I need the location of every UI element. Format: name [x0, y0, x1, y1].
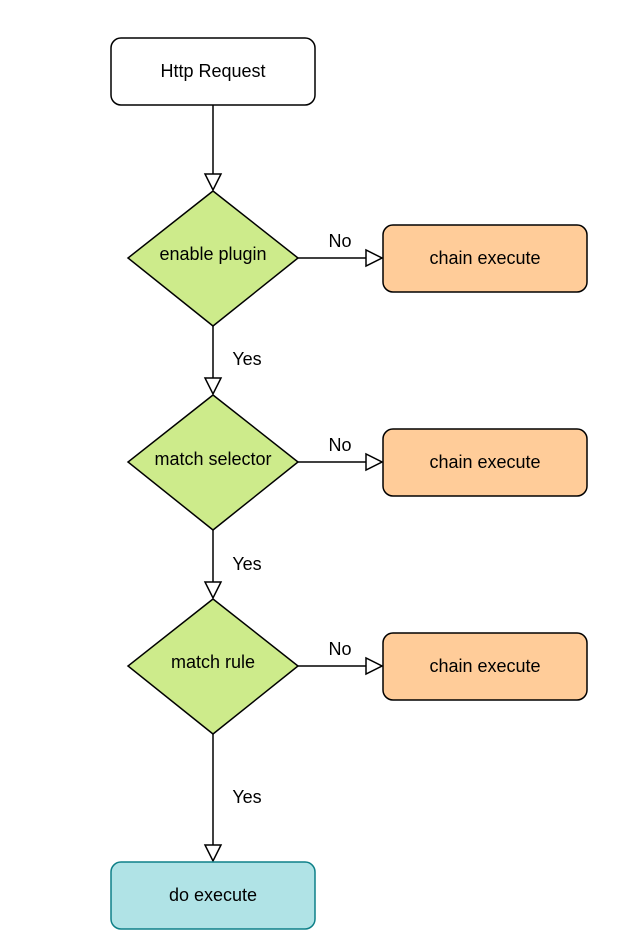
arrowheads [203, 173, 384, 863]
chain-execute-node: chain execute [382, 428, 588, 497]
start-box [110, 37, 316, 106]
edge-label-yes: Yes [232, 349, 261, 369]
start-node: Http Request [110, 37, 316, 106]
arrowhead-right [365, 656, 384, 676]
chain-execute-box [382, 428, 588, 497]
arrowhead-down [203, 377, 223, 396]
decision-diamond [126, 394, 300, 531]
chain-execute-node: chain execute [382, 632, 588, 701]
edge-labels: No No No Yes Yes Yes [232, 231, 351, 807]
arrowhead-down [203, 844, 223, 863]
decision-enable-plugin: enable plugin [126, 190, 300, 327]
connectors [212, 105, 366, 845]
chain-execute-node: chain execute [382, 224, 588, 293]
arrowhead-right [365, 452, 384, 472]
decision-diamond [126, 190, 300, 327]
arrowhead-down [203, 581, 223, 600]
chain-execute-label: chain execute [429, 248, 540, 268]
chain-execute-box [382, 632, 588, 701]
do-execute-box [110, 861, 316, 930]
end-node: do execute [110, 861, 316, 930]
decision-match-selector: match selector [126, 394, 300, 531]
edge-label-no: No [328, 231, 351, 251]
edge-label-no: No [328, 435, 351, 455]
edge-label-no: No [328, 639, 351, 659]
chain-execute-label: chain execute [429, 656, 540, 676]
arrowhead-down [203, 173, 223, 192]
edge-label-yes: Yes [232, 787, 261, 807]
do-execute-label: do execute [169, 885, 257, 905]
decision-diamond [126, 598, 300, 735]
decision-match-rule: match rule [126, 598, 300, 735]
chain-execute-label: chain execute [429, 452, 540, 472]
decision-label: match selector [154, 449, 271, 469]
decision-label: match rule [171, 652, 255, 672]
arrowhead-right [365, 248, 384, 268]
edge-label-yes: Yes [232, 554, 261, 574]
chain-execute-box [382, 224, 588, 293]
start-label: Http Request [160, 61, 265, 81]
decision-label: enable plugin [159, 244, 266, 264]
